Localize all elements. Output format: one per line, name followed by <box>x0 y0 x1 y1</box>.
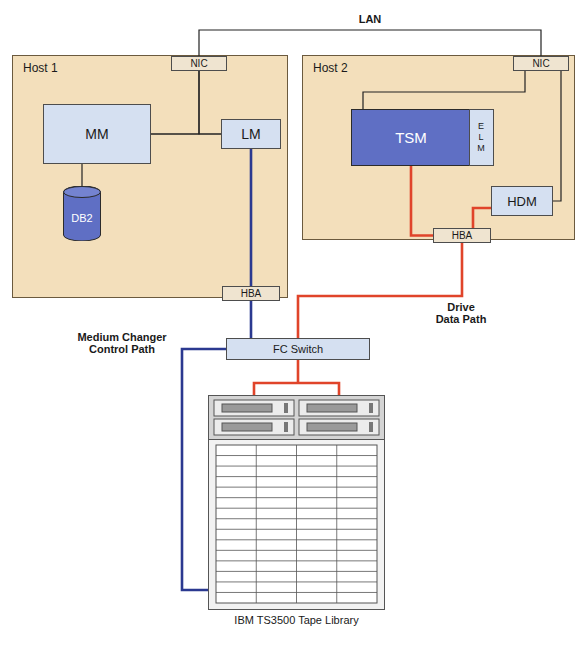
library-illustration <box>208 395 385 611</box>
cylinder-top <box>64 187 101 198</box>
grid-line <box>216 581 377 582</box>
slot-grid <box>216 445 377 603</box>
drive-slot <box>307 404 357 412</box>
connector-line <box>151 133 221 134</box>
node-label: TSM <box>395 129 427 146</box>
database-cylinder: DB2 <box>63 186 101 241</box>
grid-line <box>216 497 377 498</box>
node-label: E L M <box>477 121 486 154</box>
connector-line <box>250 149 253 286</box>
grid-line <box>296 445 297 603</box>
grid-line <box>216 508 377 509</box>
node-label: DB2 <box>71 212 92 224</box>
grid-line <box>216 476 377 477</box>
drive-body <box>214 419 294 435</box>
node-label: IBM TS3500 Tape Library <box>208 614 385 627</box>
path-label: LAN <box>340 13 400 25</box>
node-label: NIC <box>190 58 207 69</box>
library-cabinet <box>209 396 385 610</box>
grid-line <box>216 571 377 572</box>
grid-line <box>216 550 377 551</box>
drive-slot <box>307 423 357 431</box>
grid-line <box>336 445 337 603</box>
nic-port: NIC <box>513 56 569 71</box>
grid-line <box>216 518 377 519</box>
server-box: TSM <box>351 109 471 166</box>
manager-box: HDM <box>491 186 553 216</box>
node-label: FC Switch <box>273 343 323 355</box>
node-label: HDM <box>507 194 537 209</box>
node-label: HBA <box>241 288 262 299</box>
connector-line <box>254 360 339 395</box>
drive-handle <box>369 403 373 413</box>
node-label: Host 2 <box>313 61 348 75</box>
hba-port: HBA <box>433 228 491 243</box>
cylinder-body <box>64 186 101 241</box>
tape-drive <box>299 419 379 435</box>
grid-line <box>216 466 377 467</box>
drive-body <box>299 419 379 435</box>
grid-line <box>216 592 377 593</box>
switch-box: FC Switch <box>226 338 370 360</box>
node-label: MM <box>85 126 108 142</box>
drive-slot <box>222 423 272 431</box>
manager-box: MM <box>43 104 151 164</box>
tape-library: IBM TS3500 Tape Library <box>208 395 385 627</box>
connector-line <box>81 164 82 186</box>
grid-line <box>256 445 257 603</box>
drive-bay <box>209 396 385 440</box>
node-label: Host 1 <box>23 61 58 75</box>
connector-line <box>199 30 541 56</box>
connector-line <box>250 301 253 338</box>
drive-handle <box>369 422 373 432</box>
tape-drive <box>299 400 379 416</box>
grid-line <box>216 487 377 488</box>
drive-body <box>299 400 379 416</box>
drive-handle <box>284 403 288 413</box>
grid-line <box>216 529 377 530</box>
host-box: Host 1 NIC MM DB2 LM HBA <box>12 55 288 298</box>
drive-slot <box>222 404 272 412</box>
path-label: Drive Data Path <box>435 301 487 325</box>
grid-line <box>216 539 377 540</box>
nic-port: NIC <box>171 56 227 71</box>
host-box: Host 2 NIC TSM E L M HDM HBA <box>302 55 575 240</box>
node-label: HBA <box>452 230 473 241</box>
grid-line <box>216 455 377 456</box>
tape-drive <box>214 419 294 435</box>
module-strip: E L M <box>469 109 494 166</box>
hba-port: HBA <box>222 286 280 301</box>
path-label: Medium Changer Control Path <box>66 331 178 355</box>
manager-box: LM <box>221 119 281 149</box>
drive-handle <box>284 422 288 432</box>
node-label: LM <box>241 126 260 142</box>
grid-line <box>216 560 377 561</box>
tape-drive <box>214 400 294 416</box>
node-label: NIC <box>532 58 549 69</box>
drive-body <box>214 400 294 416</box>
